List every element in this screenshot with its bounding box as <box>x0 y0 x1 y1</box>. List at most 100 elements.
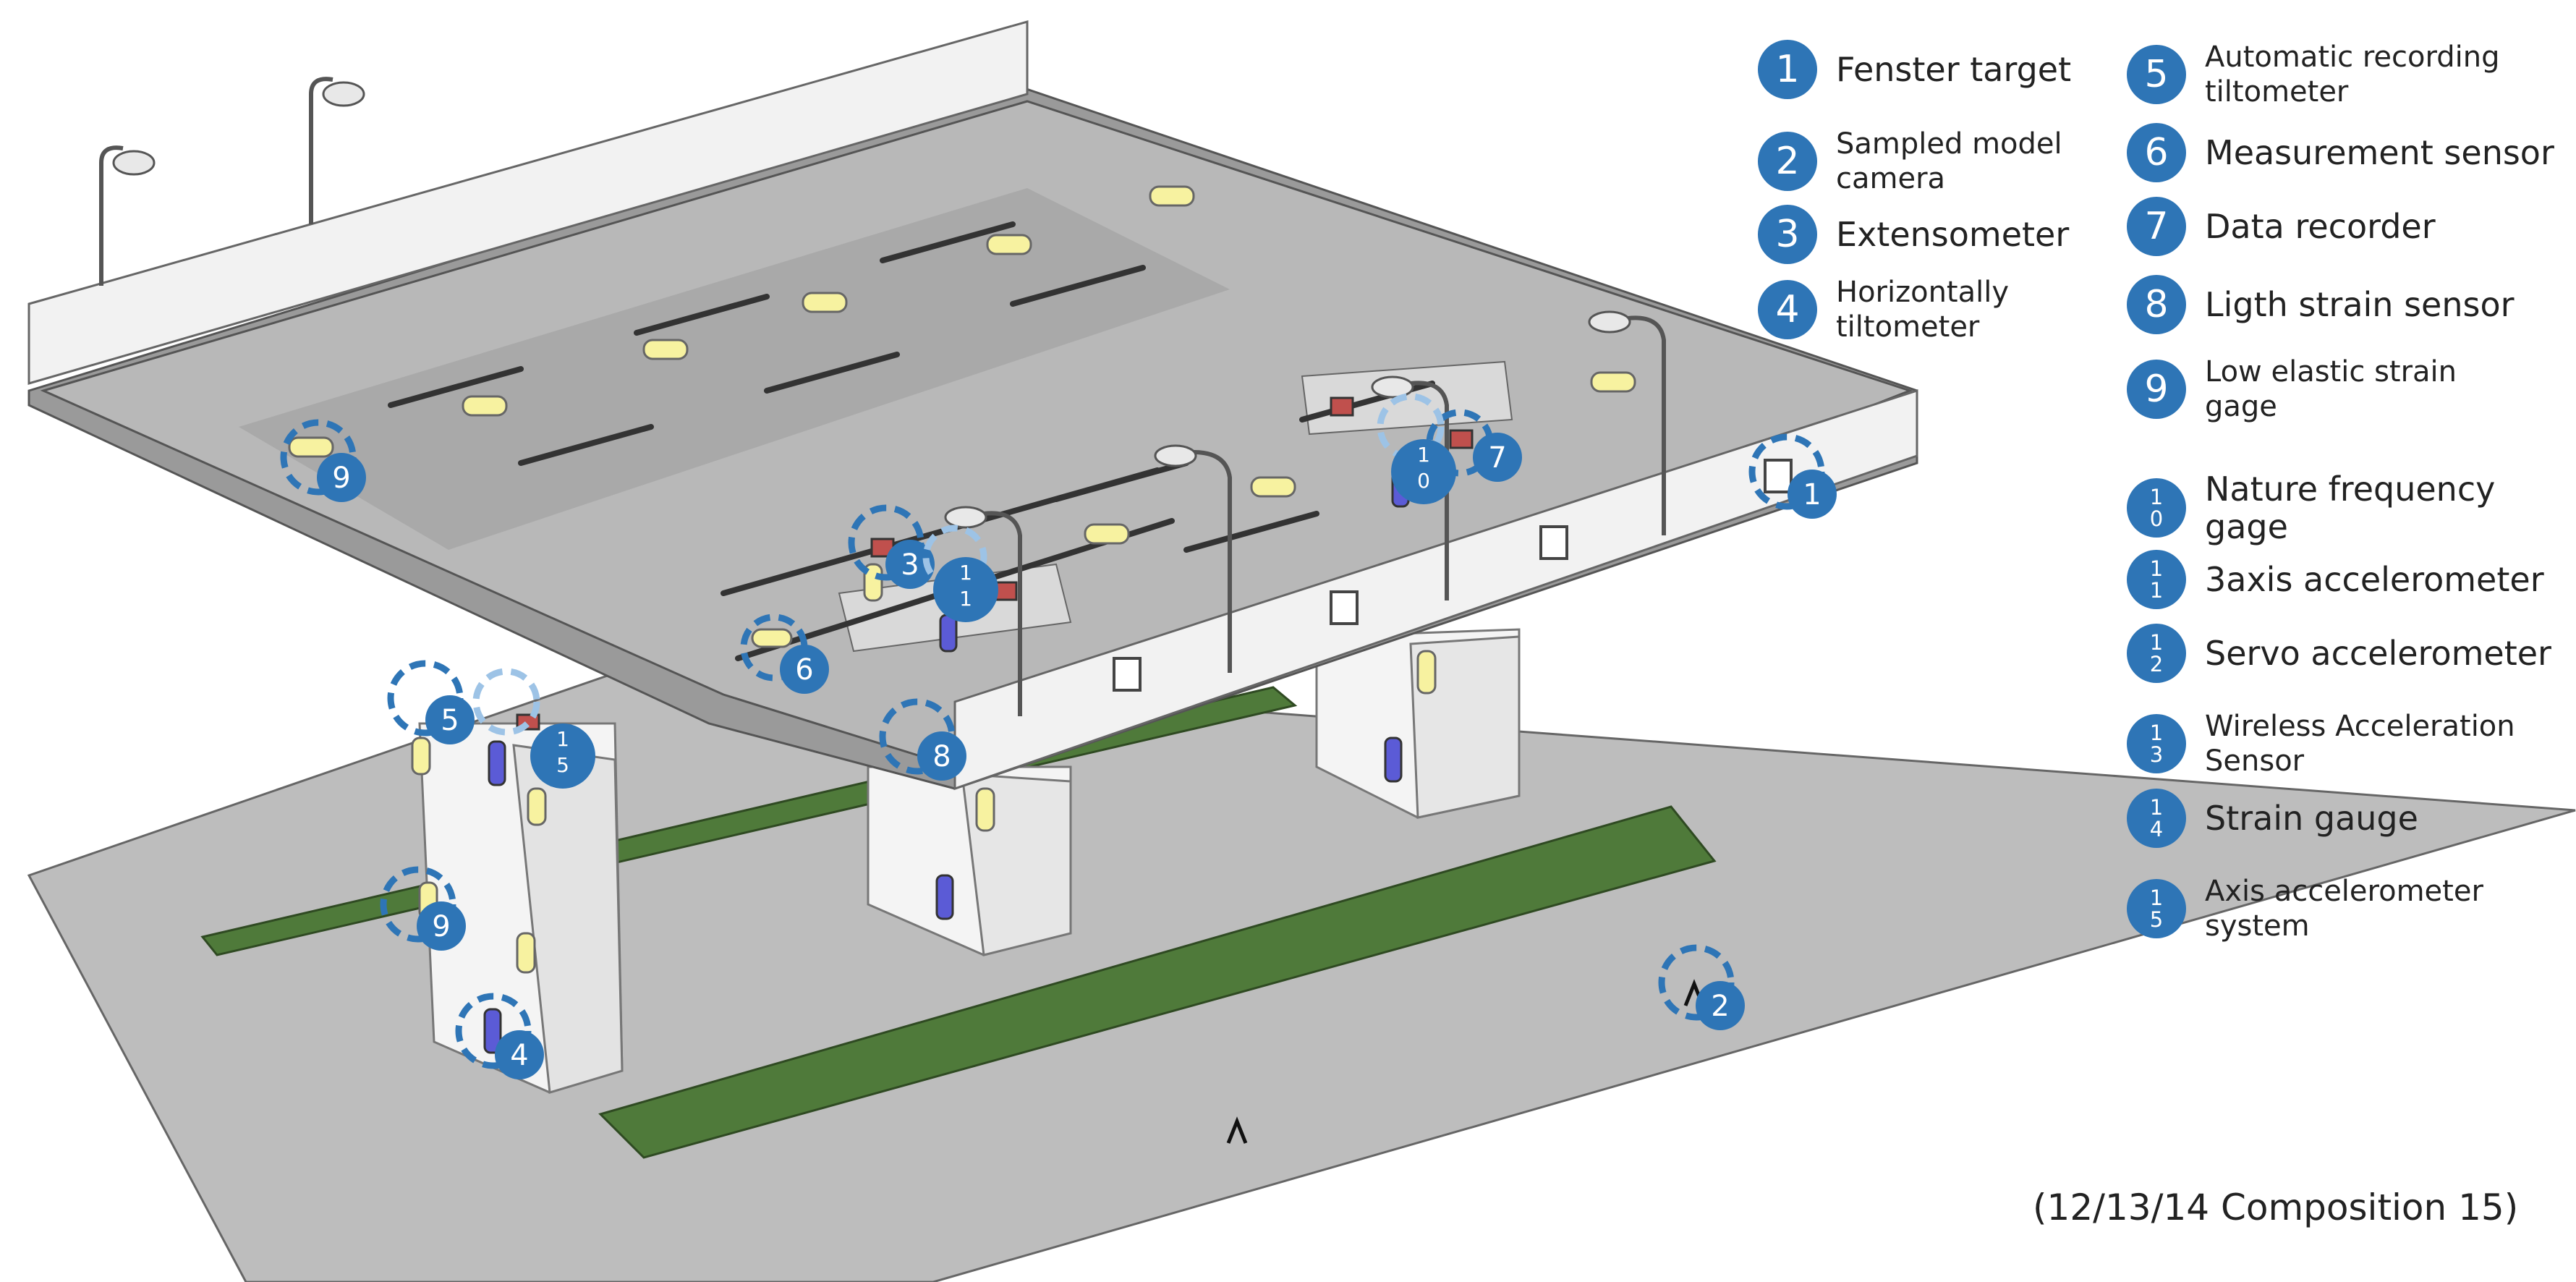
legend-badge-digit: 5 <box>2144 53 2169 96</box>
marker-badge <box>1696 981 1745 1030</box>
legend-badge-digit: 1 <box>2149 795 2164 820</box>
marker-1: 1 <box>1748 433 1837 519</box>
marker-digit: 7 <box>1488 441 1506 475</box>
legend-badge-digit: 2 <box>1775 140 1800 183</box>
marker-digit: 4 <box>510 1039 528 1072</box>
marker-badge <box>917 731 966 781</box>
pier <box>1315 628 1521 819</box>
legend-badge-digit: 5 <box>2149 907 2164 932</box>
marker-digit: 1 <box>1803 478 1821 511</box>
legend-label-line: tiltometer <box>2205 75 2349 109</box>
marker-3: 3 <box>848 504 935 589</box>
marker-digit: 8 <box>932 740 951 773</box>
legend-label-line: Low elastic strain <box>2205 355 2457 389</box>
legend-label-line: Strain gauge <box>2205 799 2418 838</box>
legend-label-line: Axis accelerometer <box>2205 875 2483 908</box>
legend-badge-digit: 2 <box>2149 652 2164 676</box>
legend-badge: 6 <box>2127 123 2186 182</box>
legend-badge-digit: 3 <box>1775 213 1800 256</box>
legend-label: Fenster target <box>1836 51 2071 88</box>
marker-digit: 1 <box>959 587 972 611</box>
legend-item-8: 8 Ligth strain sensor <box>2127 275 2515 334</box>
marker-badge <box>530 723 595 789</box>
parapet <box>27 20 1029 385</box>
legend-badge-digit: 1 <box>2149 886 2164 910</box>
marker-ring <box>922 525 987 590</box>
legend-badge-digit: 9 <box>2144 368 2169 411</box>
lamp <box>112 81 1631 529</box>
legend-label: Ligth strain sensor <box>2205 286 2515 323</box>
marker-badge <box>885 540 935 589</box>
legend-label: Measurement sensor <box>2205 134 2554 171</box>
marker-badge <box>417 901 466 951</box>
marker-ring <box>455 993 532 1069</box>
legend-label-line: Ligth strain sensor <box>2205 285 2515 324</box>
marker-badge <box>780 645 829 694</box>
legend-badge-digit: 8 <box>2144 283 2169 326</box>
legend-label-line: Servo accelerometer <box>2205 634 2551 673</box>
legend-label-line: Wireless Acceleration <box>2205 710 2515 743</box>
legend-label-line: Sensor <box>2205 744 2305 778</box>
legend-label-line: camera <box>1836 162 1946 195</box>
marker-15: 15 <box>472 668 595 789</box>
legend-badge: 8 <box>2127 275 2186 334</box>
legend-badge-digit: 1 <box>2149 721 2164 745</box>
marker-ring <box>1377 393 1445 461</box>
legend-badge-digit: 4 <box>1775 288 1800 331</box>
marker-digit: 1 <box>556 727 569 751</box>
blue-sensor <box>483 469 1410 1054</box>
legend-badge-digit: 1 <box>2149 485 2164 509</box>
marker-9: 9 <box>380 866 466 951</box>
legend-label: Data recorder <box>2205 208 2436 245</box>
marker-5: 5 <box>387 660 475 744</box>
legend-badge-digit: 1 <box>2149 630 2164 655</box>
marker-digit: 5 <box>556 753 569 777</box>
marker-digit: 3 <box>901 548 919 582</box>
legend-badge: 2 <box>1758 132 1817 191</box>
marker-digit: 2 <box>1711 990 1729 1023</box>
marker-badge <box>1391 439 1456 504</box>
legend-item-3: 3 Extensometer <box>1758 205 2069 264</box>
legend-badge: 9 <box>2127 360 2186 419</box>
legend-badge-digit: 7 <box>2144 205 2169 248</box>
marker-10: 10 <box>1377 393 1456 504</box>
marker-4: 4 <box>455 993 544 1079</box>
marker-badge <box>317 453 366 502</box>
marker-7: 7 <box>1426 409 1522 482</box>
legend-label-line: Fenster target <box>1836 50 2072 89</box>
legend-badge: 5 <box>2127 45 2186 104</box>
parapet-panel <box>1113 459 1793 692</box>
composition-caption: (12/13/14 Composition 15) <box>2033 1187 2519 1228</box>
marker-badge <box>425 695 475 744</box>
legend-badge-digit: 3 <box>2149 742 2164 767</box>
marker-2: 2 <box>1658 944 1745 1030</box>
legend-label: Strain gauge <box>2205 799 2418 837</box>
legend-label-line: 3axis accelerometer <box>2205 560 2544 599</box>
pier <box>418 722 624 1094</box>
legend-badge: 3 <box>1758 205 1817 264</box>
legend-label: Extensometer <box>1836 216 2069 253</box>
beam <box>1301 360 1513 436</box>
legend-label-line: system <box>2205 909 2310 943</box>
legend-badge-digit: 0 <box>2149 506 2164 531</box>
legend-badge-digit: 1 <box>2149 578 2164 603</box>
marker-ring <box>1658 944 1735 1021</box>
deck-lane <box>239 188 1230 550</box>
